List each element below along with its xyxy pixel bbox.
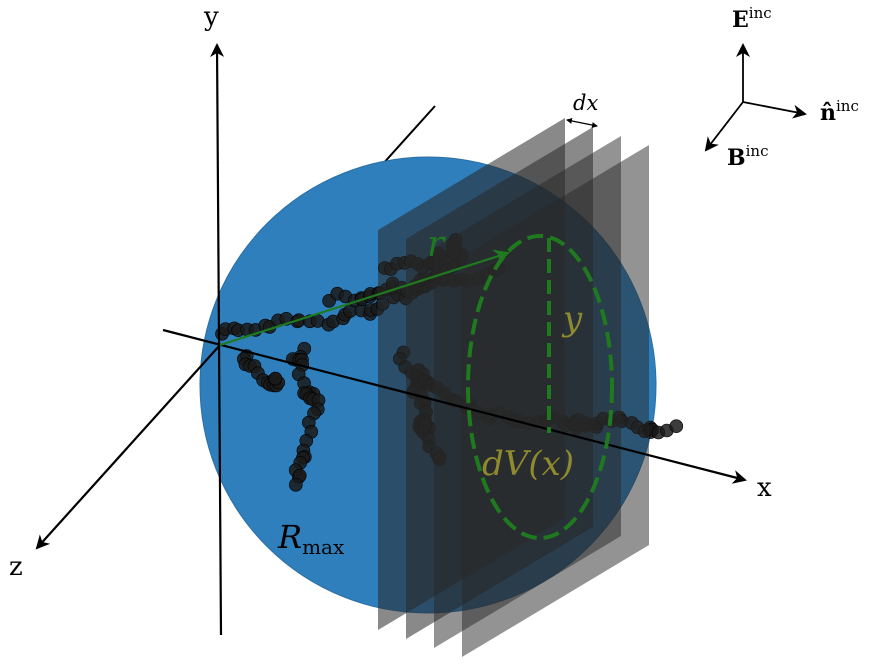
z-axis-label: z [9, 552, 23, 582]
position-vector-r [219, 249, 510, 347]
radius-label: y [561, 299, 583, 339]
y-axis [210, 43, 225, 636]
z-axis [35, 344, 221, 550]
slab-cross-section-ellipse [466, 234, 614, 540]
position-vector-label: r [427, 224, 446, 265]
n-inc-label: n̂inc [820, 97, 859, 126]
dx-label: dx [573, 91, 598, 115]
particle [268, 371, 283, 386]
volume-label: dV(x) [482, 444, 574, 484]
particle [669, 419, 684, 434]
n-inc-arrow [742, 101, 807, 119]
B-inc-arrow [704, 101, 744, 152]
B-inc-label: Binc [727, 142, 768, 171]
x-axis [162, 328, 747, 484]
r-max-label: Rmax [277, 518, 345, 559]
slab-plane [462, 145, 649, 657]
particle [288, 477, 303, 492]
x-axis-label: x [757, 473, 772, 503]
y-axis-label: y [203, 2, 219, 32]
dx-arrow [566, 118, 598, 128]
E-inc-label: Einc [732, 4, 772, 33]
